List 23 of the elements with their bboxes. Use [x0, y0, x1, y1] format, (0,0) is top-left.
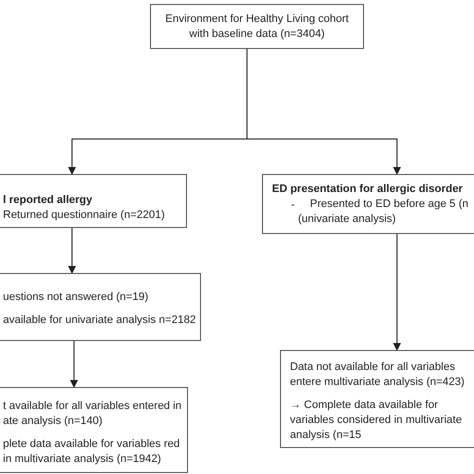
process-box — [280, 350, 474, 448]
arrow — [70, 340, 78, 388]
box-text: Presented to ED before age 5 (n — [310, 197, 470, 212]
arrow — [68, 228, 76, 274]
box-text: Environment for Healthy Living cohort with baseline data (n=3404) — [165, 12, 349, 42]
box-text: → Complete data available for variables considered in multivariate analysis (n=15 — [290, 398, 463, 443]
box-text: available for univariate analysis n=2182 — [3, 313, 197, 328]
box-heading: ED presentation for allergic disorder — [272, 182, 464, 197]
list-dash: - — [291, 198, 295, 213]
arrow — [393, 234, 401, 351]
process-box — [150, 4, 364, 49]
box-text: uestions not answered (n=19) — [3, 290, 150, 305]
process-box — [262, 174, 474, 234]
process-box — [0, 387, 188, 473]
box-text: Returned questionnaire (n=2201) — [3, 208, 166, 223]
arrow — [246, 48, 401, 175]
box-text: plete data available for variables red in multivariate analysis (n=1942) — [3, 437, 181, 467]
process-box — [0, 174, 187, 228]
box-heading: l reported allergy — [3, 193, 94, 208]
box-text: t available for all variables entered in ate analysis (n=140) — [3, 399, 183, 429]
box-text: (univariate analysis) — [298, 212, 397, 227]
process-box — [0, 273, 201, 341]
box-text: Data not available for all variables entere multivariate analysis (n=423) — [290, 360, 466, 390]
